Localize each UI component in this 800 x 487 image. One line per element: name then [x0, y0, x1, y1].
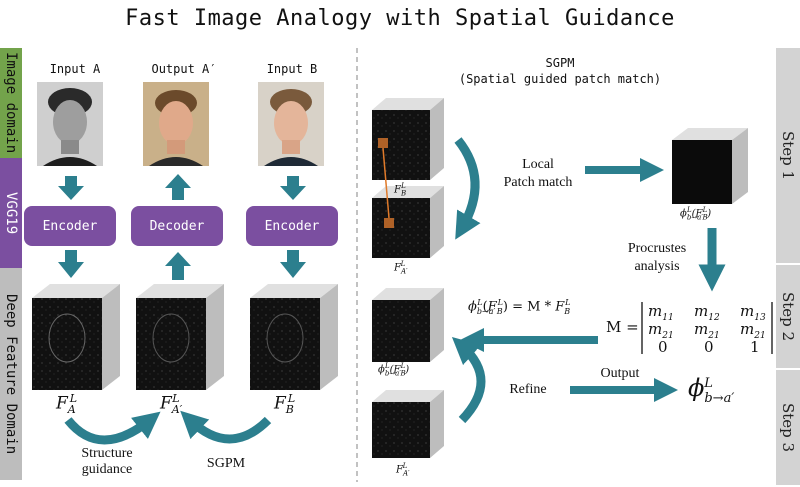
cube-phi-step1	[672, 128, 748, 204]
structure-guidance-label: Structure guidance	[81, 446, 133, 477]
matrix-r3c2: 0	[704, 338, 714, 356]
step-1-label: Step 1	[779, 130, 797, 181]
arrow-up-mid2	[165, 252, 191, 280]
local-match-curve-arrow	[454, 137, 481, 240]
step-2-label: Step 2	[779, 291, 797, 342]
header-output-a-prime: Output A′	[151, 62, 217, 76]
matrix-r1c1: m11	[648, 302, 674, 323]
label-fa-small: FA′L	[394, 260, 408, 276]
face-image-input-a	[37, 82, 103, 166]
sgpm-title: SGPM	[545, 56, 575, 70]
step-3-bar: Step 3	[776, 370, 800, 485]
matrix-r2c3: m21	[740, 320, 766, 341]
phi-equation: ϕb→a′L(FBL) = M * FBL	[468, 298, 571, 316]
sidebar-image-domain-label: Image domain	[3, 52, 19, 154]
refine-arrow	[451, 336, 486, 424]
header-input-a: Input A	[49, 62, 101, 76]
cube-phi-step2	[372, 288, 444, 362]
sgpm-subtitle: (Spatial guided patch match)	[458, 72, 662, 86]
label-f-b: FBL	[274, 392, 296, 417]
page-title: Fast Image Analogy with Spatial Guidance	[125, 6, 675, 31]
encoder-block-b: Encoder	[246, 206, 338, 246]
procrustes-label: Procrustes analysis	[627, 241, 687, 274]
feature-cube-a	[32, 284, 120, 390]
refine-label: Refine	[509, 382, 547, 397]
sgpm-label-left: SGPM	[206, 456, 246, 471]
cube-fb-step1	[372, 98, 444, 180]
arrow-down-b1	[280, 176, 306, 200]
sidebar-vgg19-label: VGG19	[3, 191, 19, 235]
feature-cube-a-prime	[136, 284, 224, 390]
final-output-phi: ϕb→a′L	[688, 374, 735, 406]
label-fb-small: FBL	[394, 182, 407, 198]
label-f-a: FAL	[56, 392, 78, 417]
cube-fa-step3	[372, 390, 444, 458]
sidebar-vgg19: VGG19	[0, 158, 22, 268]
matrix-r1c3: m13	[740, 302, 766, 323]
decoder-block: Decoder	[131, 206, 223, 246]
header-input-b: Input B	[266, 62, 318, 76]
arrow-down-a1	[58, 176, 84, 200]
sgpm-arrow-left	[180, 410, 272, 444]
output-label: Output	[600, 366, 640, 381]
sidebar-deep-feature-label: Deep Feature Domain	[3, 293, 19, 455]
matrix-r3c3: 1	[750, 338, 760, 356]
matrix-r1c2: m12	[694, 302, 720, 323]
label-phi-step2: ϕb→a′L(FBL)	[378, 362, 410, 378]
arrow-down-a2	[58, 250, 84, 278]
matrix-lhs: M =	[606, 318, 639, 336]
label-f-a-prime: FA′L	[160, 392, 183, 417]
sidebar-image-domain: Image domain	[0, 48, 22, 158]
feature-cube-b	[250, 284, 338, 390]
cube-fa-step1	[372, 186, 444, 258]
encoder-block-a: Encoder	[24, 206, 116, 246]
patch-match-line	[382, 147, 390, 219]
structure-guidance-arrow	[64, 411, 161, 445]
flow-arrows-left	[58, 174, 306, 280]
matrix-r3c1: 0	[658, 338, 668, 356]
label-fa-step3: FA′L	[396, 462, 410, 478]
step-1-bar: Step 1	[776, 48, 800, 263]
face-image-output-a-prime	[143, 82, 209, 166]
sidebar-deep-feature: Deep Feature Domain	[0, 268, 22, 480]
face-image-input-b	[258, 82, 324, 166]
arrow-down-b2	[280, 250, 306, 278]
label-phi-step1: ϕb→a′L(FBL)	[680, 206, 712, 222]
step-2-bar: Step 2	[776, 265, 800, 368]
step-3-label: Step 3	[779, 402, 797, 453]
arrow-up-mid1	[165, 174, 191, 200]
local-patch-match-label: Local Patch match	[503, 157, 573, 190]
matrix-r2c1: m21	[648, 320, 674, 341]
matrix-r2c2: m21	[694, 320, 720, 341]
